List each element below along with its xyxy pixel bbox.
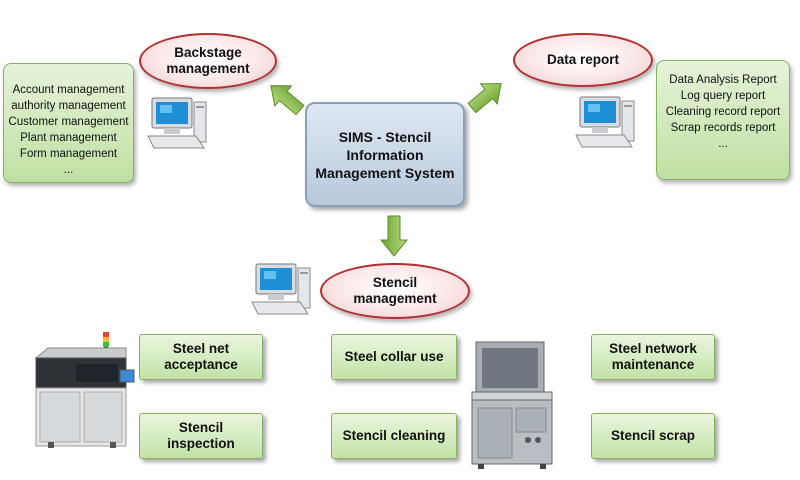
computer-icon-data-report [575, 96, 635, 148]
computer-icon-backstage [147, 97, 207, 149]
steel-net-acceptance-box: Steel net acceptance [139, 334, 263, 380]
data-report-title: Data report [546, 52, 619, 67]
stencil-management-node: Stencil management [320, 263, 470, 319]
steel-net-acceptance-label: Steel net acceptance [164, 341, 238, 372]
steel-collar-use-label: Steel collar use [344, 349, 444, 364]
data-report-node: Data report [513, 33, 653, 87]
backstage-item: Customer management [8, 116, 129, 128]
data-report-items-panel: Data Analysis Report Log query report Cl… [656, 60, 790, 180]
backstage-item: Form management [19, 148, 118, 160]
stencil-printer-image [34, 332, 135, 448]
backstage-item: Account management [12, 84, 125, 96]
stencil-cleaner-image [471, 341, 553, 469]
steel-network-maintenance-box: Steel network maintenance [591, 334, 715, 380]
backstage-items-panel: Account management authority management … [3, 63, 134, 183]
sims-title: SIMS - Stencil Information Management Sy… [315, 128, 455, 181]
sims-center-node: SIMS - Stencil Information Management Sy… [305, 102, 465, 207]
arrow-to-stencil [379, 215, 409, 257]
data-report-item: Data Analysis Report [669, 74, 777, 86]
backstage-item: Plant management [20, 132, 117, 144]
backstage-item: ... [63, 164, 74, 176]
stencil-cleaning-box: Stencil cleaning [331, 413, 457, 459]
arrow-to-backstage [270, 85, 305, 116]
data-report-item: Log query report [680, 90, 766, 102]
stencil-inspection-label: Stencil inspection [167, 420, 235, 451]
stencil-scrap-label: Stencil scrap [610, 428, 696, 443]
data-report-item: ... [718, 138, 728, 150]
stencil-scrap-box: Stencil scrap [591, 413, 715, 459]
data-report-item: Scrap records report [670, 122, 776, 134]
backstage-title: Backstage management [166, 45, 250, 76]
computer-icon-stencil [251, 263, 311, 315]
steel-network-maintenance-label: Steel network maintenance [609, 341, 697, 372]
arrow-to-data-report [467, 83, 502, 114]
stencil-cleaning-label: Stencil cleaning [342, 428, 446, 443]
backstage-item: authority management [11, 100, 126, 112]
data-report-item: Cleaning record report [665, 106, 781, 118]
steel-collar-use-box: Steel collar use [331, 334, 457, 380]
stencil-inspection-box: Stencil inspection [139, 413, 263, 459]
stencil-title: Stencil management [353, 275, 437, 306]
backstage-management-node: Backstage management [139, 33, 277, 89]
